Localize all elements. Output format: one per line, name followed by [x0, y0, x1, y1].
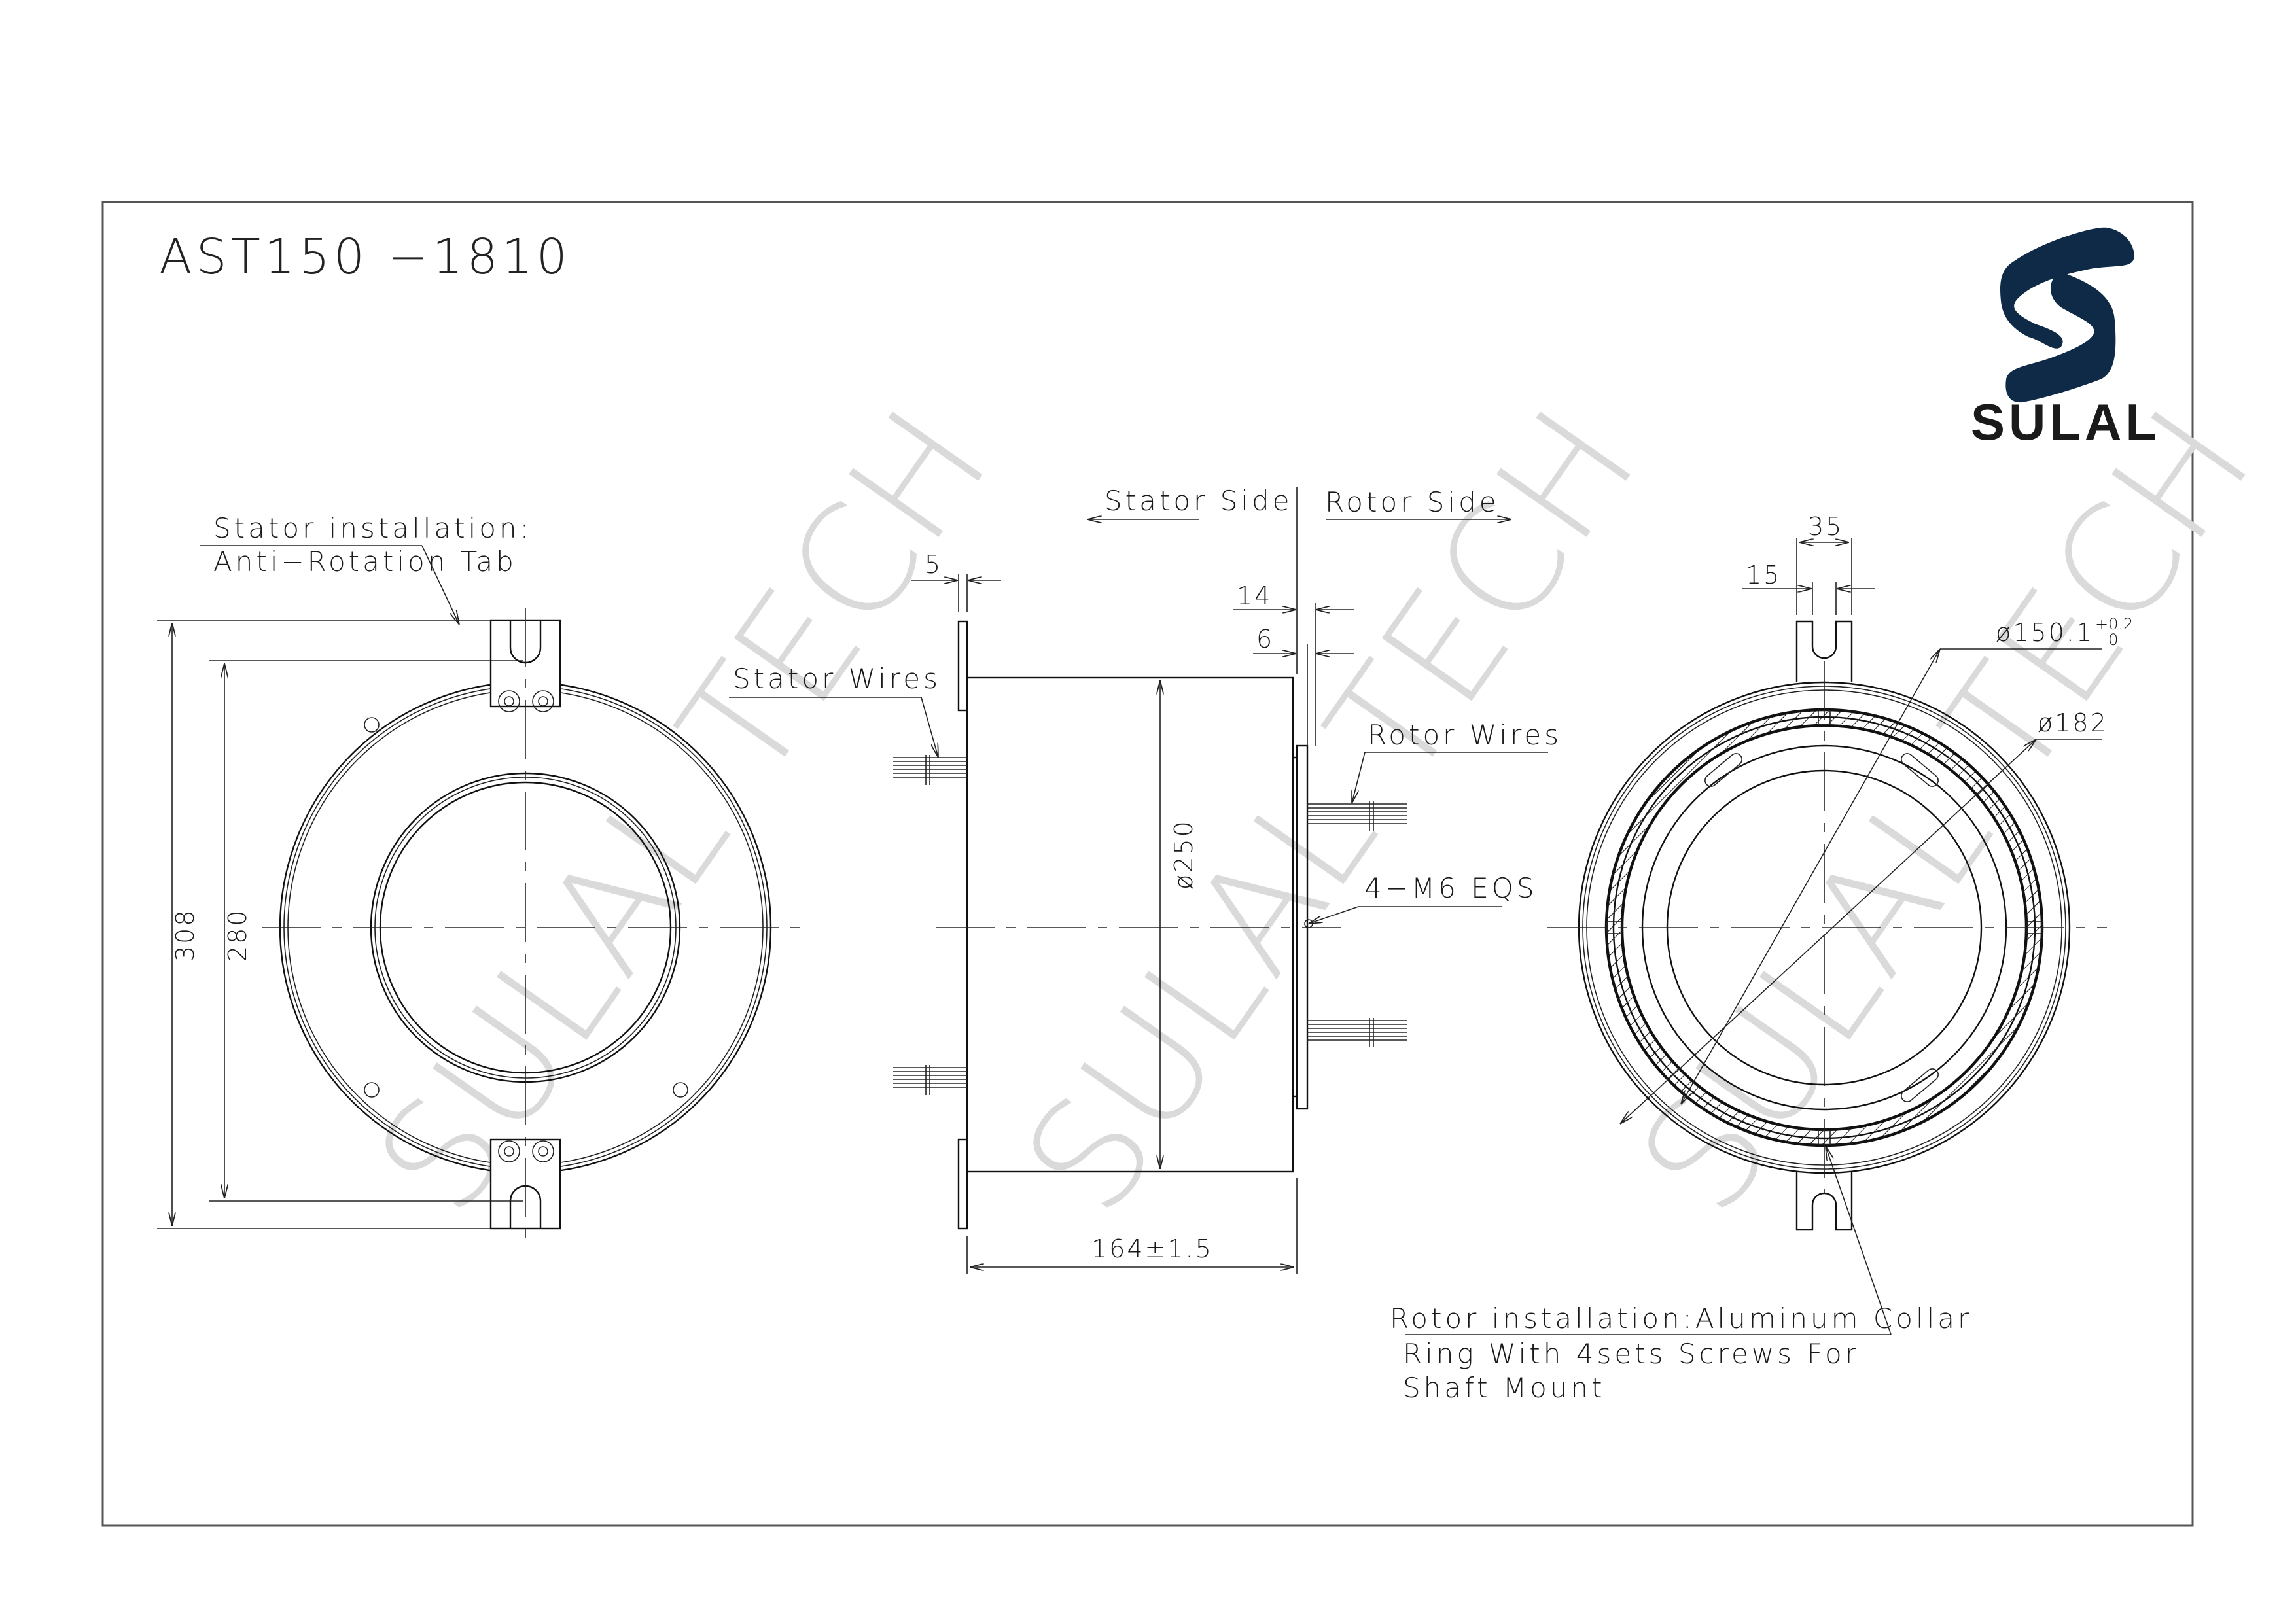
stylized-s-logo-icon	[2000, 227, 2134, 403]
drawing-border	[101, 201, 2194, 1527]
anti-rotation-tab-label: Anti−Rotation Tab	[213, 546, 517, 578]
dim-body-length: 164±1.5	[1091, 1234, 1213, 1263]
stator-wires-label: Stator Wires	[733, 663, 941, 695]
rear-view: 35 15 ø150.1 +0.2 −0 ø182 Rotor installa…	[1390, 512, 2133, 1404]
side-view: ø250	[729, 485, 1562, 1274]
dim-bore-tol-upper: +0.2	[2095, 615, 2133, 633]
dim-body-diameter: ø250	[1169, 819, 1198, 890]
bolt-hole	[364, 717, 380, 733]
bolt-hole	[364, 1082, 380, 1098]
dim-slot-width: 15	[1746, 561, 1781, 589]
rotor-installation-line3: Shaft Mount	[1403, 1372, 1606, 1404]
mount-holes-label: 4−M6 EQS	[1364, 872, 1537, 904]
stator-wire-bundle-bottom	[893, 1065, 967, 1095]
rotor-installation-line2: Ring With 4sets Screws For	[1403, 1338, 1860, 1370]
dim-tab-hole-span: 280	[223, 908, 252, 962]
model-number-title: AST150 −1810	[159, 229, 571, 285]
rotor-wire-bundle-top	[1307, 801, 1407, 831]
slip-ring-body	[966, 676, 1294, 1173]
stator-flange-top	[957, 620, 968, 712]
dim-bore-value: ø150.1	[1996, 618, 2094, 647]
dim-bore-diameter: ø150.1	[1996, 618, 2094, 647]
stator-wire-bundle-top	[893, 755, 967, 785]
dim-tab-width: 35	[1808, 512, 1843, 541]
brand-name: SULAL	[1971, 393, 2161, 451]
rear-tab-bottom	[1795, 1171, 1853, 1231]
stator-side-label: Stator Side	[1104, 485, 1292, 517]
rotor-installation-label: Rotor installation:Aluminum Collar	[1390, 1302, 1972, 1335]
dim-collar-diameter: ø182	[2038, 708, 2108, 737]
dim-bore-tol-lower: −0	[2095, 631, 2118, 649]
dim-rotor-flange: 6	[1256, 625, 1274, 654]
rotor-wires-label: Rotor Wires	[1368, 719, 1562, 751]
brand-logo: SULAL	[1971, 227, 2161, 451]
dim-rotor-offset: 14	[1237, 582, 1272, 610]
stator-installation-label: Stator installation:	[213, 512, 533, 544]
rotor-wire-bundle-bottom	[1307, 1018, 1407, 1047]
stator-flange-bottom	[957, 1138, 968, 1230]
rotor-side-label: Rotor Side	[1325, 486, 1500, 518]
front-view: 308 280 Stator installation: Anti−Rotati…	[157, 512, 800, 1243]
watermark-right: SULAL TECH	[1607, 380, 2285, 1244]
dim-flange-thickness: 5	[925, 550, 942, 579]
bolt-hole	[673, 1082, 688, 1098]
dim-overall-height: 308	[171, 908, 200, 962]
